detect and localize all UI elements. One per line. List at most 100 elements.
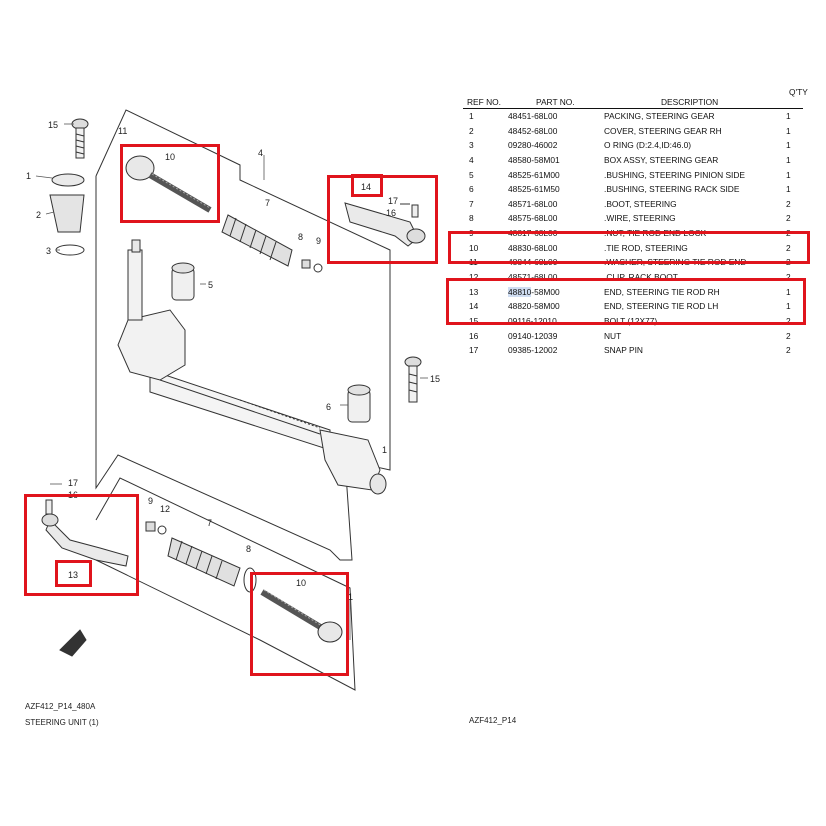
packing-ring (51, 173, 85, 187)
callout-7-bottom: 7 (207, 518, 212, 528)
header-description: DESCRIPTION (661, 97, 719, 107)
ref-cell: 4 (469, 154, 474, 165)
bolt-top (71, 118, 89, 159)
part-number-cell: 48571-68L00 (508, 272, 558, 283)
qty-cell: 2 (786, 330, 791, 341)
part-number-cell: 48580-58M01 (508, 154, 560, 165)
ref-cell: 5 (469, 169, 474, 180)
description-cell: BOX ASSY, STEERING GEAR (604, 154, 719, 165)
callout-5: 5 (208, 280, 213, 290)
description-cell: BOLT (12X77) (604, 315, 658, 326)
callout-8-top: 8 (298, 232, 303, 242)
description-cell: .BUSHING, STEERING RACK SIDE (604, 184, 740, 195)
diagram-frame-lower (95, 477, 356, 691)
ref-cell: 13 (469, 286, 479, 297)
qty-cell: 1 (786, 286, 791, 297)
ref-cell: 6 (469, 184, 474, 195)
callout-12: 12 (160, 504, 170, 514)
parts-table-header: REF NO. PART NO. DESCRIPTION Q'TY (463, 86, 808, 109)
description-cell: END, STEERING TIE ROD LH (604, 301, 719, 312)
description-cell: .TIE ROD, STEERING (604, 242, 688, 253)
description-cell: .BUSHING, STEERING PINION SIDE (604, 169, 746, 180)
ref-cell: 3 (469, 140, 474, 151)
highlight-box-tie-rod-lower (250, 572, 349, 676)
table-row: 10 48830-68L00 .TIE ROD, STEERING 2 (463, 241, 803, 256)
footer-right-code: AZF412_P14 (469, 716, 517, 725)
qty-cell: 2 (786, 242, 791, 253)
highlight-box-rows-13-14 (446, 278, 806, 325)
footer-left-title: STEERING UNIT (1) (25, 718, 99, 727)
footer-left-code: AZF412_P14_480A (25, 702, 96, 711)
description-cell: COVER, STEERING GEAR RH (604, 125, 722, 136)
part-number-cell: 48820-58M00 (508, 301, 560, 312)
highlight-box-row-10 (448, 231, 810, 264)
callout-1-top: 1 (26, 171, 31, 181)
callout-13: 13 (68, 570, 78, 580)
part-number-cell: 48452-68L00 (508, 125, 558, 136)
callout-11: 11 (118, 126, 127, 136)
callout-4: 4 (258, 148, 263, 158)
tie-rod-upper (125, 155, 212, 213)
callout-1-bottom: 1 (348, 592, 353, 602)
tie-rod-lower (260, 589, 343, 643)
callout-1-right: 1 (382, 445, 387, 455)
description-cell: SNAP PIN (604, 345, 643, 356)
table-row: 2 48452-68L00 COVER, STEERING GEAR RH 1 (463, 124, 803, 139)
description-cell: .BOOT, STEERING (604, 198, 677, 209)
callout-17-top: 17 (388, 196, 398, 206)
ref-cell: 8 (469, 213, 474, 224)
callout-15-right: 15 (430, 374, 440, 384)
ref-cell: 10 (469, 242, 479, 253)
qty-cell: 2 (786, 315, 791, 326)
callout-10-top: 10 (165, 152, 175, 162)
description-cell: PACKING, STEERING GEAR (604, 111, 715, 121)
part-number-cell: 09280-46002 (508, 140, 558, 151)
part-number-cell: 48830-68L00 (508, 242, 558, 253)
part-number-cell: 09116-12010 (508, 315, 557, 326)
o-ring (55, 244, 85, 256)
callout-14: 14 (361, 182, 371, 192)
boot-upper (221, 214, 293, 267)
highlight-box-tie-rod-upper (120, 144, 220, 223)
ref-cell: 14 (469, 301, 479, 312)
rack-housing (149, 369, 331, 451)
front-direction-arrow (59, 629, 87, 657)
pinion-housing (117, 309, 186, 381)
ref-cell: 7 (469, 198, 474, 209)
qty-cell: 1 (786, 111, 791, 121)
ref-cell: 12 (469, 272, 479, 283)
ref-cell: 15 (469, 315, 479, 326)
qty-cell: 2 (786, 345, 791, 356)
boot-lower (167, 537, 241, 587)
part-number-cell: 48525-61M00 (508, 169, 560, 180)
callout-16-top: 16 (386, 208, 396, 218)
ref-cell: 17 (469, 345, 479, 356)
part-number-cell: 48810-58M00 (508, 286, 560, 297)
ref-cell: 2 (469, 125, 474, 136)
qty-cell: 2 (786, 272, 791, 283)
table-row: 14 48820-58M00 END, STEERING TIE ROD LH 1 (463, 299, 803, 314)
part-number-cell: 48571-68L00 (508, 198, 558, 209)
qty-cell: 1 (786, 301, 791, 312)
part-number-cell: 09140-12039 (508, 330, 558, 341)
description-cell: .WIRE, STEERING (604, 213, 676, 224)
tie-rod-end-rh (41, 499, 129, 567)
callout-10-bottom: 10 (296, 578, 306, 588)
lock-nut-lower (145, 521, 156, 532)
callout-3: 3 (46, 246, 51, 256)
steering-gear-cover (49, 194, 85, 233)
qty-cell: 2 (786, 213, 791, 224)
callout-17-bottom: 17 (68, 478, 78, 488)
qty-cell: 1 (786, 125, 791, 136)
